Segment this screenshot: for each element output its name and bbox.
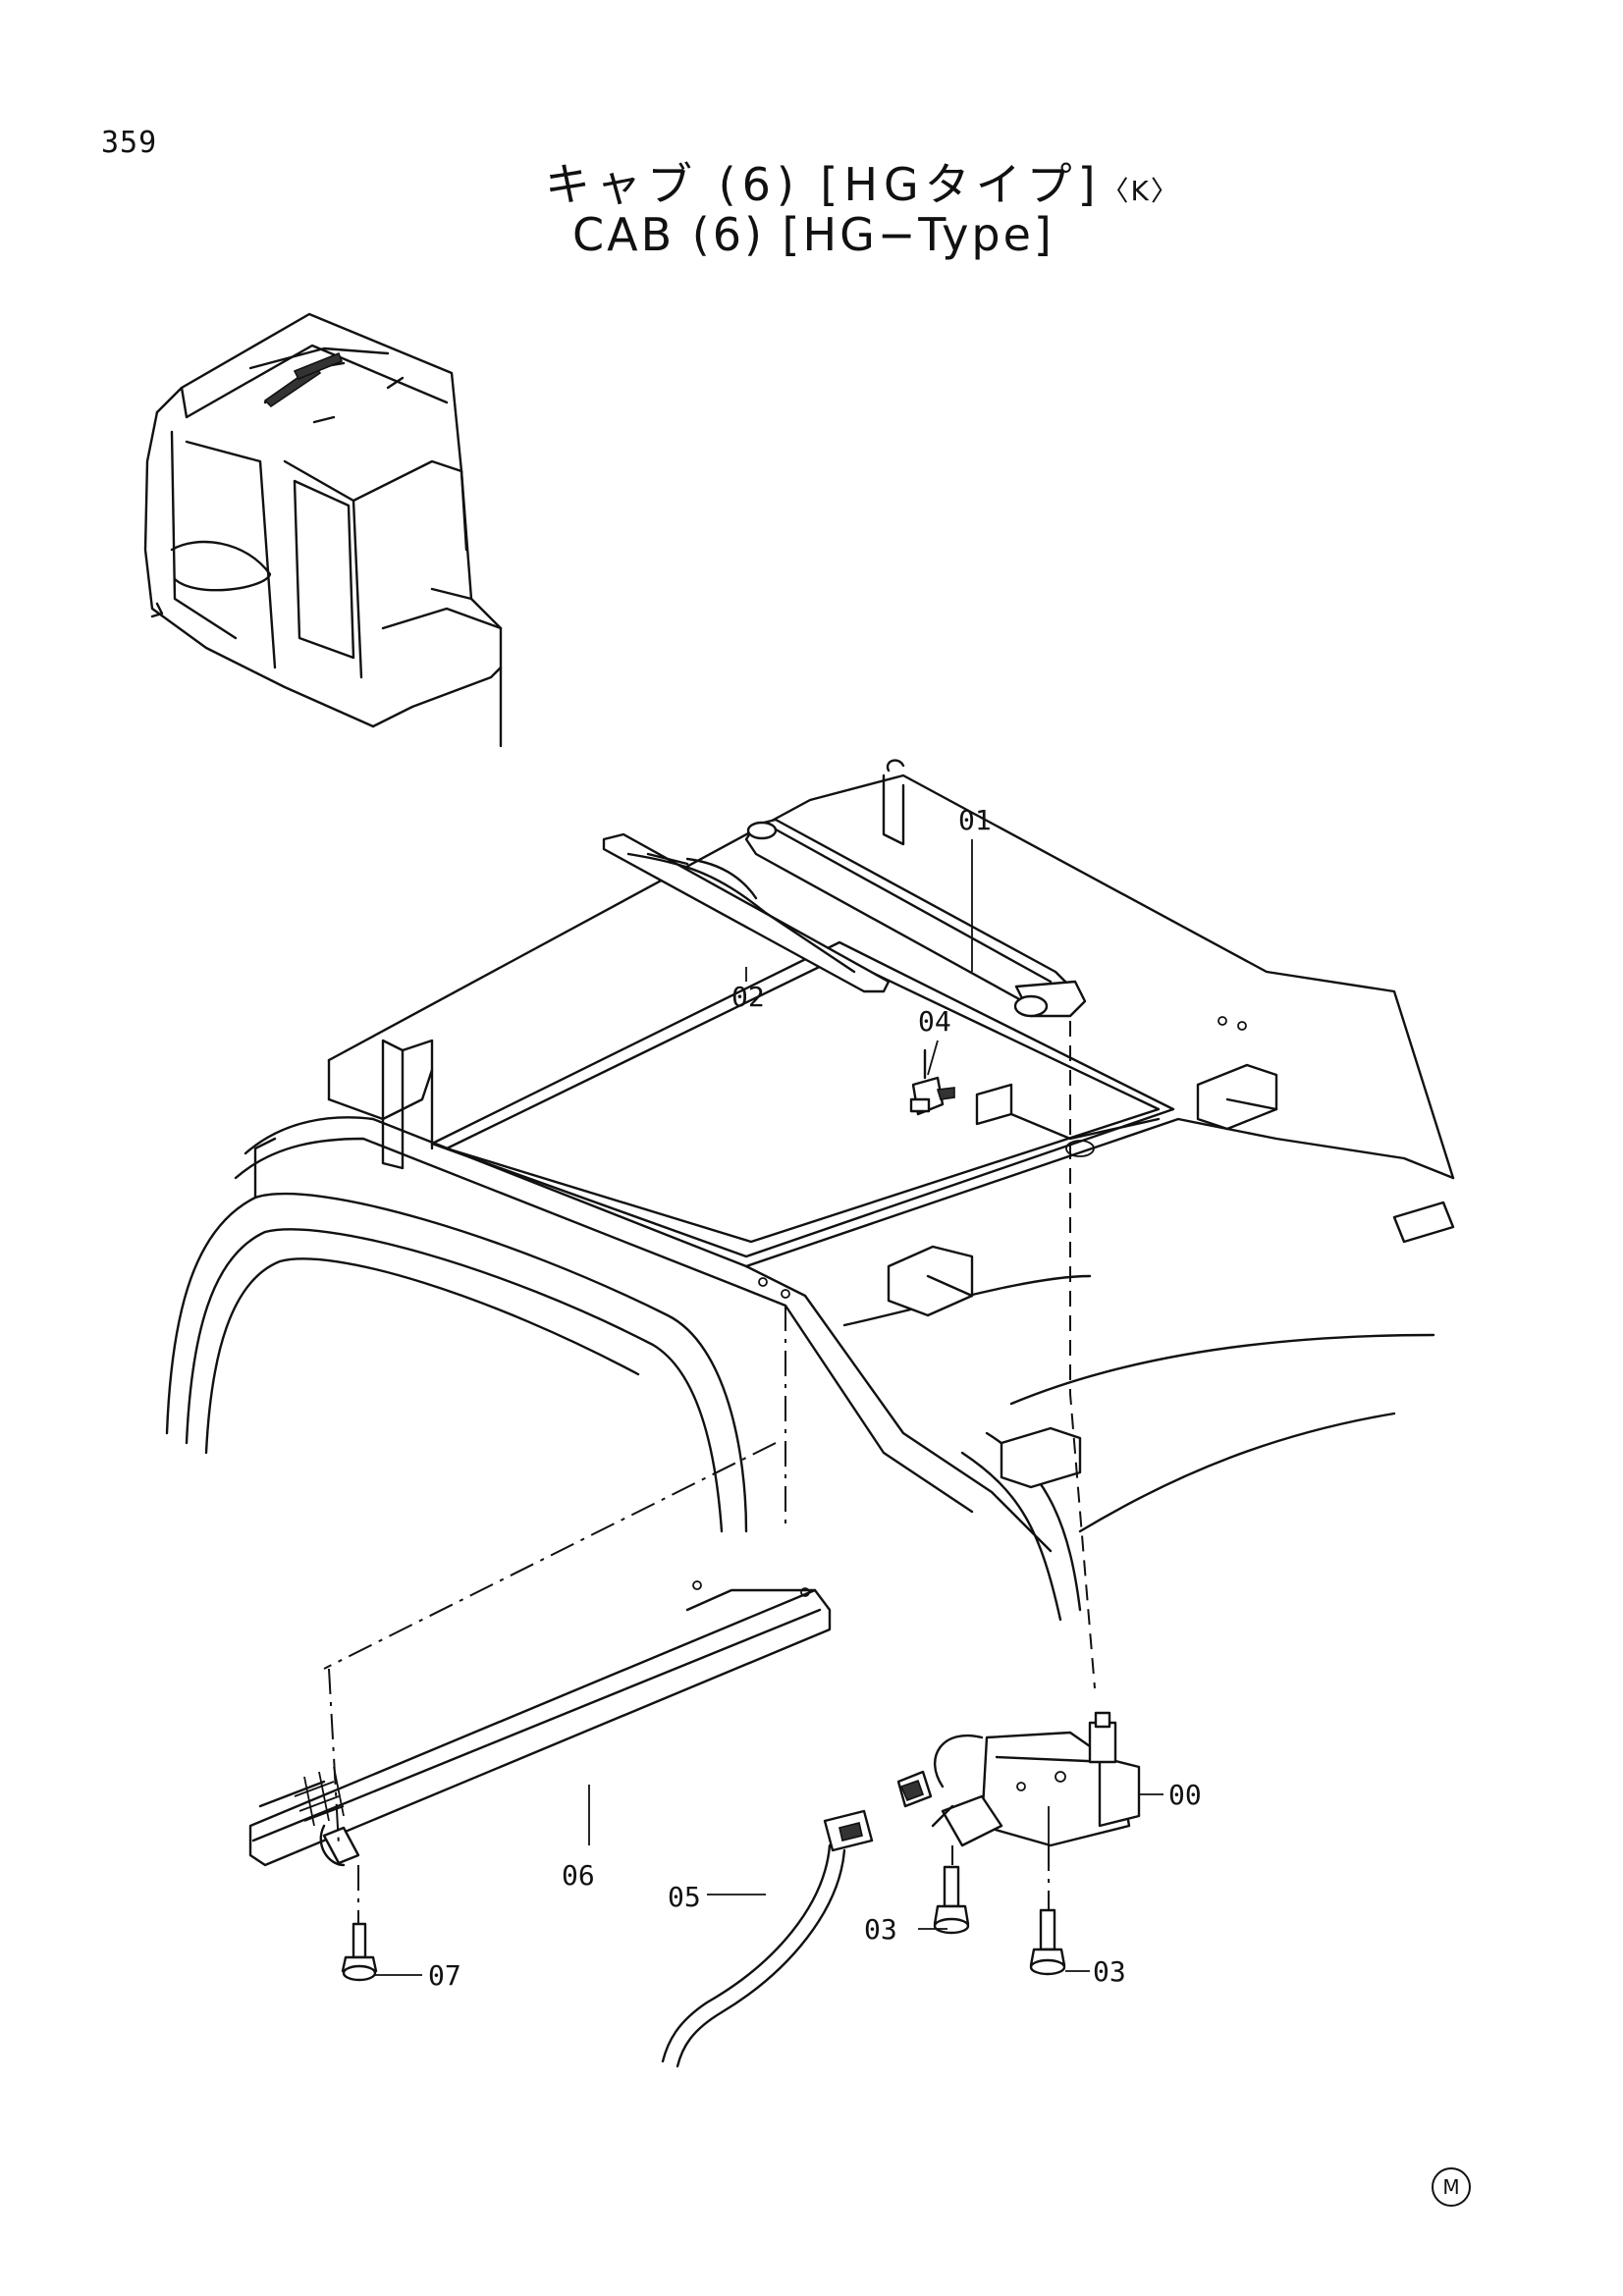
part-07-screw <box>341 1922 378 1982</box>
part-04-washer-nozzle <box>909 1048 955 1116</box>
page-number: 359 <box>101 126 158 160</box>
cab-roof-structure <box>165 759 1455 1622</box>
part-03-bolt-right <box>1029 1908 1066 1976</box>
part-03-bolt-left <box>933 1865 970 1935</box>
part-02-wiper-blade <box>602 832 891 993</box>
callout-00: 00 <box>1168 1779 1202 1811</box>
title-japanese-suffix: 〈K〉 <box>1101 175 1180 207</box>
part-01-wiper-arm <box>744 818 1087 1018</box>
callout-03-right: 03 <box>1093 1955 1126 1988</box>
assembly-lines <box>323 1021 1096 1924</box>
callout-leaders <box>375 839 1163 1976</box>
title-english: CAB (6) [HG−Type] <box>572 208 1055 261</box>
part-00-wiper-motor <box>896 1711 1141 1847</box>
callout-02: 02 <box>731 981 765 1013</box>
callout-07: 07 <box>428 1959 461 1992</box>
part-06-sun-visor <box>248 1580 832 1867</box>
callout-03-left: 03 <box>864 1913 897 1946</box>
callout-05: 05 <box>668 1881 701 1913</box>
cab-overview-inset <box>143 312 503 748</box>
title-japanese-text: キャブ (6) [HGタイプ] <box>545 158 1102 211</box>
callout-01: 01 <box>958 804 992 836</box>
footer-circled-mark: M <box>1432 2167 1471 2207</box>
callout-06: 06 <box>562 1859 595 1892</box>
part-05-wiring-harness <box>661 1809 874 2068</box>
title-japanese: キャブ (6) [HGタイプ]〈K〉 <box>545 149 1180 214</box>
callout-04: 04 <box>918 1005 951 1038</box>
